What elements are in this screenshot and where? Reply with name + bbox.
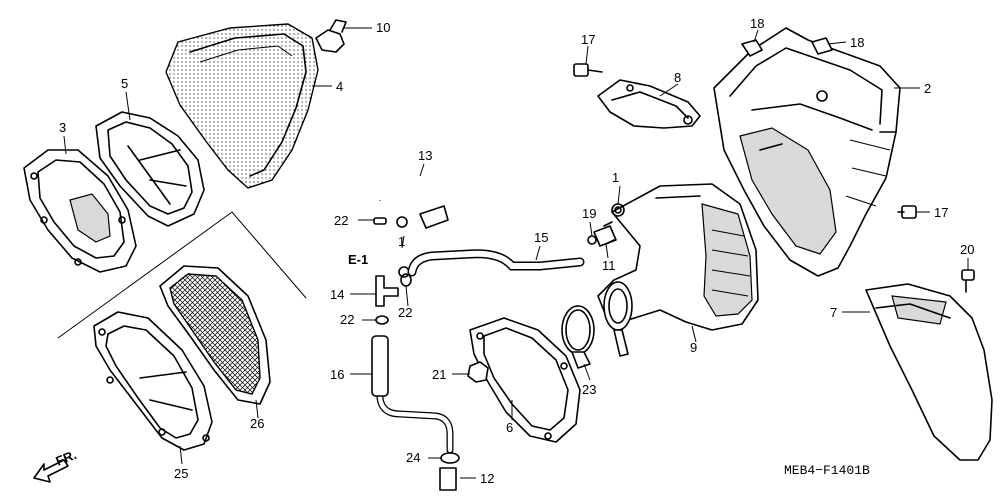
mud-guard-part-7	[865, 283, 993, 461]
callout-22-lower: 22	[340, 312, 354, 327]
callout-20: 20	[960, 242, 974, 257]
section-reference: E-1	[348, 252, 368, 267]
filter-holder-plate-part-25	[93, 311, 213, 451]
callout-5: 5	[121, 76, 128, 91]
callout-18-right: 18	[850, 35, 864, 50]
callout-24: 24	[406, 450, 420, 465]
callout-17-right: 17	[934, 205, 948, 220]
callout-18-left: 18	[750, 16, 764, 31]
air-cleaner-cover-part-3	[23, 149, 137, 273]
breather-tube-part-13	[377, 173, 449, 229]
bracket-part-8	[597, 79, 701, 129]
callout-16: 16	[330, 367, 344, 382]
plug-part-12	[439, 467, 457, 491]
callout-1-left: 1	[398, 234, 405, 249]
bolt-part-17-upper	[573, 63, 603, 77]
callout-21: 21	[432, 367, 446, 382]
drain-tube-part-16	[371, 335, 454, 454]
nut-part-21	[467, 361, 489, 383]
callout-9: 9	[690, 340, 697, 355]
callout-25: 25	[174, 466, 188, 481]
clip-part-19	[587, 235, 597, 245]
callout-26: 26	[250, 416, 264, 431]
callout-7: 7	[830, 305, 837, 320]
callout-10: 10	[376, 20, 390, 35]
callout-15: 15	[534, 230, 548, 245]
front-marker-label: FR.	[54, 447, 79, 469]
filter-holder-part-5	[95, 111, 205, 227]
band-clamp-part-23	[561, 305, 595, 369]
leader-lines	[63, 27, 969, 479]
callout-13: 13	[418, 148, 432, 163]
callout-23: 23	[582, 382, 596, 397]
callout-6: 6	[506, 420, 513, 435]
clip-part-22-upper	[373, 217, 387, 225]
bolt-part-17-right	[897, 205, 917, 219]
callout-2: 2	[924, 81, 931, 96]
callout-22-upper: 22	[334, 213, 348, 228]
tee-joint-part-14	[375, 275, 399, 307]
grommet-part-18-right	[811, 37, 833, 55]
callout-11: 11	[602, 258, 616, 273]
diagram-code: MEB4−F1401B	[784, 463, 870, 478]
callout-1-right: 1	[612, 170, 619, 185]
callout-17-upper: 17	[581, 32, 595, 47]
grommet-part-18-left	[741, 39, 763, 57]
air-cleaner-case-part-2	[713, 27, 901, 277]
clip-part-22-lower	[375, 315, 389, 325]
callout-3: 3	[59, 120, 66, 135]
clip-part-24	[440, 452, 460, 464]
bolt-part-10	[315, 19, 347, 53]
bolt-part-20	[961, 269, 975, 293]
connecting-tube-part-9	[597, 183, 759, 357]
callout-4: 4	[336, 79, 343, 94]
air-filter-element-part-4	[165, 23, 319, 189]
callout-22-right: 22	[398, 305, 412, 320]
filter-element-mesh-part-26	[159, 265, 271, 405]
front-direction-arrow	[33, 459, 69, 483]
gasket-plate-part-6	[469, 317, 581, 443]
breather-joint-part-11	[593, 221, 617, 247]
callout-12: 12	[480, 471, 494, 486]
callout-8: 8	[674, 70, 681, 85]
callout-14: 14	[330, 287, 344, 302]
kit-separator-line	[57, 211, 307, 339]
breather-tube-part-15	[407, 249, 585, 277]
callout-19: 19	[582, 206, 596, 221]
